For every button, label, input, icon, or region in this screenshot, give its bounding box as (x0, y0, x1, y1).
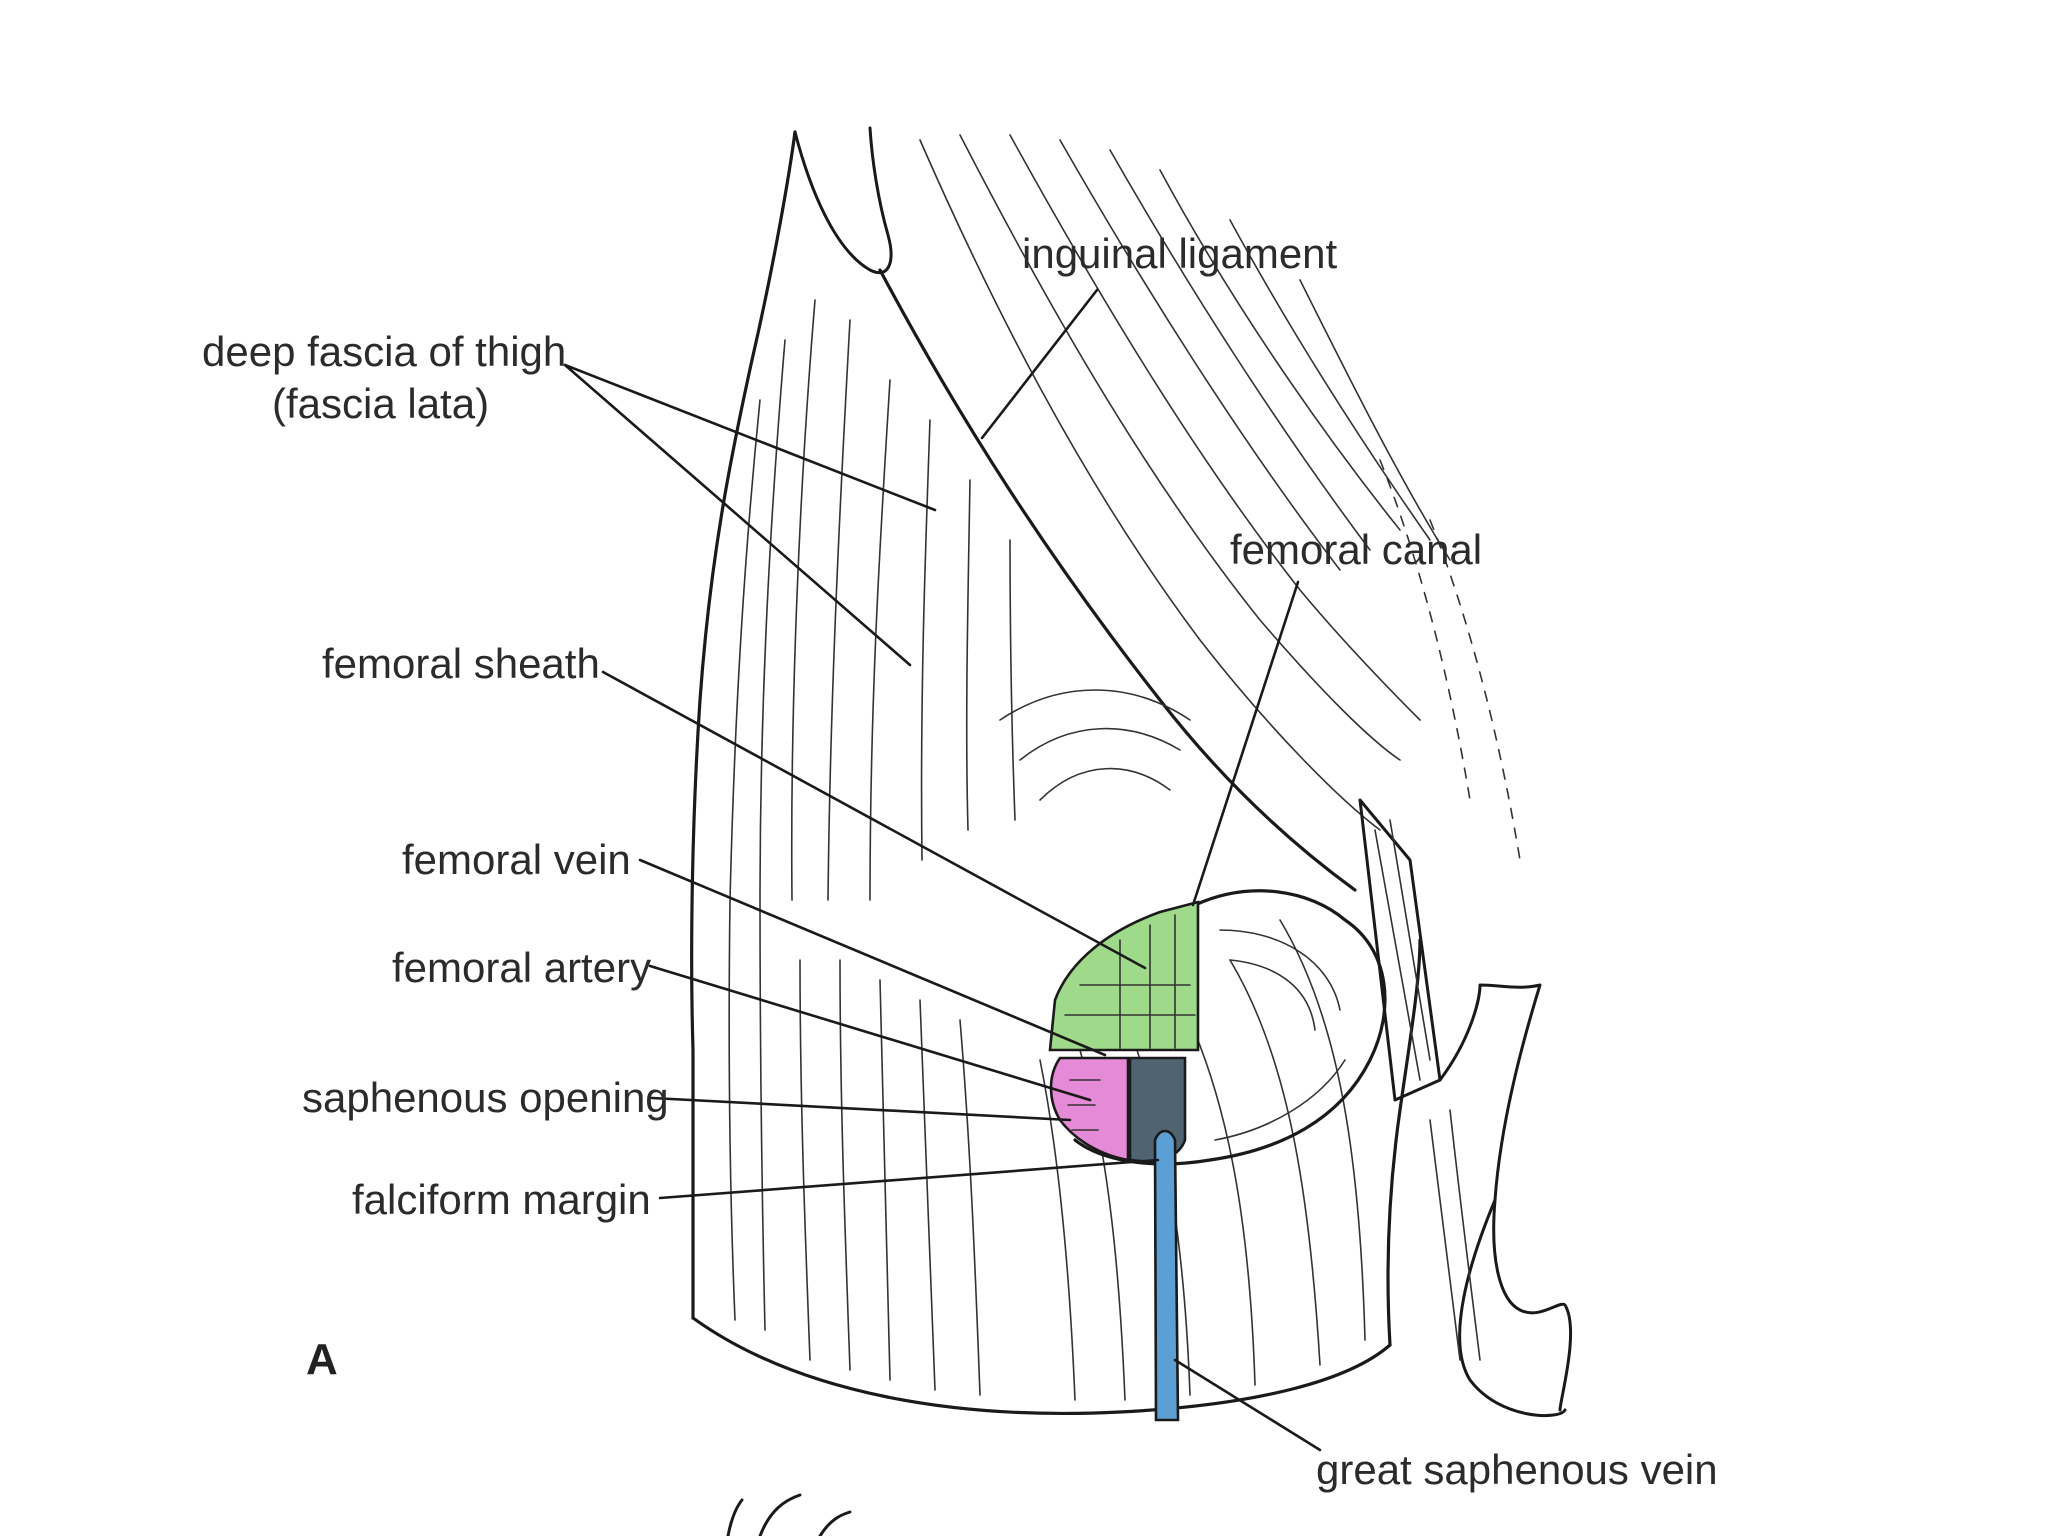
medial-structures (1358, 798, 1573, 1418)
label-great-saphenous-vein: great saphenous vein (1316, 1446, 1718, 1493)
femoral-artery-region (1049, 1056, 1130, 1162)
fascia-lata-sheet (690, 126, 1422, 1415)
label-femoral-sheath: femoral sheath (322, 640, 600, 687)
great-saphenous-vein-fill (1153, 1129, 1180, 1422)
label-deep-fascia-line2: (fascia lata) (272, 380, 489, 427)
label-saphenous-opening: saphenous opening (302, 1074, 669, 1121)
label-femoral-artery: femoral artery (392, 944, 651, 991)
fascia-fibres (728, 299, 1366, 1401)
figure-letter: A (306, 1335, 338, 1384)
abdominal-wall-fibres (919, 134, 1521, 861)
next-figure-fragment (726, 1493, 852, 1536)
femoral-canal-fill (1048, 900, 1200, 1052)
label-inguinal-ligament: inguinal ligament (1022, 230, 1338, 277)
femoral-canal-region (1048, 900, 1200, 1052)
label-femoral-canal: femoral canal (1230, 526, 1482, 573)
leader-lines (563, 288, 1322, 1452)
label-femoral-vein: femoral vein (402, 836, 631, 883)
label-deep-fascia-line1: deep fascia of thigh (202, 328, 566, 375)
inguinal-ligament-line (878, 268, 1357, 892)
label-falciform-margin: falciform margin (352, 1176, 651, 1223)
femoral-artery-fill (1049, 1056, 1130, 1162)
